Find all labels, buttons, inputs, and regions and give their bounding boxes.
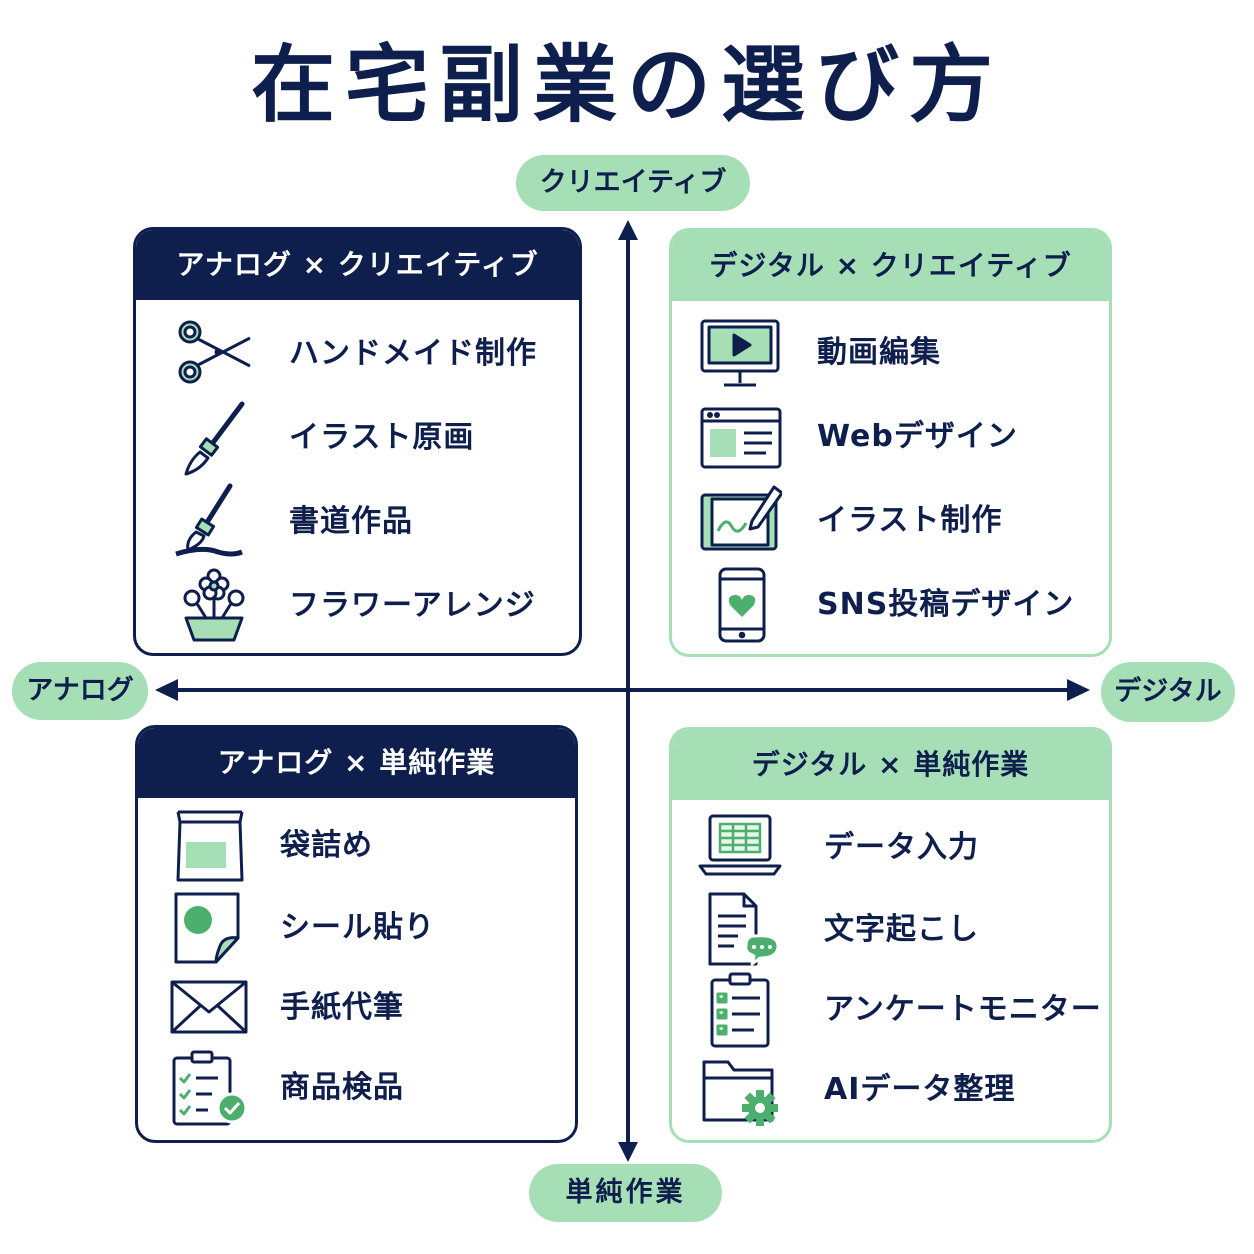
quadrant-title: デジタル × 単純作業: [672, 730, 1109, 800]
scissors-icon: [172, 314, 256, 394]
item-label: 商品検品: [280, 1070, 404, 1105]
flower-pot-icon: [172, 566, 256, 646]
smartphone-heart-icon: [698, 565, 782, 645]
list-item: イラスト制作: [672, 481, 1109, 561]
quadrant-analog-simple: アナログ × 単純作業 袋詰め シール貼り 手紙代筆: [135, 725, 578, 1143]
paintbrush-icon: [172, 398, 256, 478]
axis-label-analog: アナログ: [12, 662, 148, 720]
calligraphy-brush-icon: [172, 482, 256, 562]
item-label: Webデザイン: [817, 419, 1018, 454]
arrow-down-icon: [618, 1142, 638, 1162]
document-chat-icon: [698, 890, 782, 970]
pen-tablet-icon: [698, 481, 782, 561]
item-label: 手紙代筆: [280, 990, 404, 1025]
axis-label-simple-work: 単純作業: [529, 1164, 722, 1222]
item-label: SNS投稿デザイン: [817, 587, 1075, 622]
arrow-right-icon: [1067, 679, 1090, 701]
arrow-up-icon: [618, 220, 638, 240]
item-label: 袋詰め: [280, 828, 373, 863]
item-label: アンケートモニター: [824, 992, 1102, 1027]
browser-window-icon: [698, 397, 782, 477]
list-item: 手紙代筆: [138, 968, 575, 1048]
item-label: ハンドメイド制作: [289, 336, 537, 371]
list-item: Webデザイン: [672, 397, 1109, 477]
list-item: AIデータ整理: [672, 1050, 1109, 1130]
axis-label-digital: デジタル: [1101, 662, 1235, 722]
item-label: フラワーアレンジ: [289, 588, 536, 623]
video-monitor-icon: [698, 313, 782, 393]
item-label: シール貼り: [280, 910, 435, 945]
quadrant-title: デジタル × クリエイティブ: [672, 231, 1109, 301]
clipboard-survey-icon: [698, 970, 782, 1050]
quadrant-title: アナログ × 単純作業: [138, 728, 575, 798]
item-label: データ入力: [824, 830, 979, 865]
item-label: AIデータ整理: [824, 1072, 1016, 1107]
quadrant-title: アナログ × クリエイティブ: [136, 230, 579, 300]
list-item: シール貼り: [138, 888, 575, 968]
checklist-icon: [168, 1048, 252, 1128]
list-item: SNS投稿デザイン: [672, 565, 1109, 645]
envelope-icon: [168, 968, 252, 1048]
item-label: 書道作品: [289, 504, 413, 539]
quadrant-digital-simple: デジタル × 単純作業 データ入力 文字起こし: [669, 727, 1112, 1143]
list-item: ハンドメイド制作: [136, 314, 579, 394]
arrow-left-icon: [155, 679, 178, 701]
list-item: 袋詰め: [138, 806, 575, 886]
item-label: 動画編集: [817, 335, 941, 370]
item-label: 文字起こし: [824, 912, 979, 947]
list-item: 書道作品: [136, 482, 579, 562]
bag-icon: [168, 806, 252, 886]
list-item: 文字起こし: [672, 890, 1109, 970]
list-item: フラワーアレンジ: [136, 566, 579, 646]
page-title: 在宅副業の選び方: [250, 36, 1003, 134]
list-item: アンケートモニター: [672, 970, 1109, 1050]
list-item: イラスト原画: [136, 398, 579, 478]
item-label: イラスト制作: [817, 503, 1003, 538]
quadrant-digital-creative: デジタル × クリエイティブ 動画編集 Webデザイン: [669, 228, 1112, 657]
folder-gear-icon: [698, 1050, 782, 1130]
quadrant-analog-creative: アナログ × クリエイティブ ハンドメイド制作 イラスト原画: [133, 227, 582, 656]
list-item: 動画編集: [672, 313, 1109, 393]
laptop-spreadsheet-icon: [698, 808, 782, 888]
item-label: イラスト原画: [289, 420, 475, 455]
axis-label-creative: クリエイティブ: [516, 155, 750, 211]
list-item: 商品検品: [138, 1048, 575, 1128]
list-item: データ入力: [672, 808, 1109, 888]
sticker-icon: [168, 888, 252, 968]
